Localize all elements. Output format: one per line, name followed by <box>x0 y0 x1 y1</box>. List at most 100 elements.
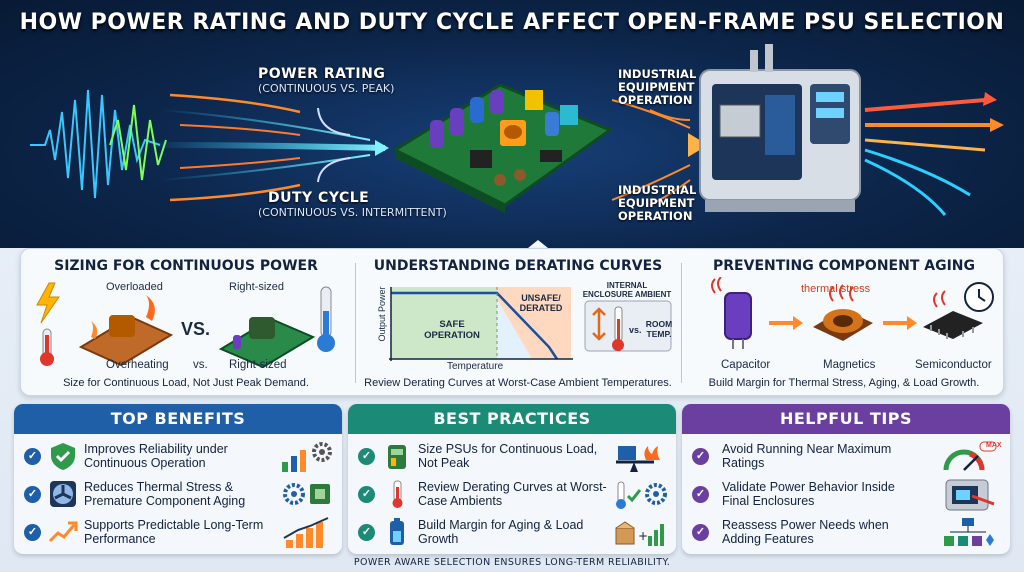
check-icon: ✓ <box>692 524 709 541</box>
max-label: MAX <box>986 442 1002 449</box>
aging-section: PREVENTING COMPONENT AGING <box>683 249 1005 397</box>
list-item: ✓ Avoid Running Near Maximum Ratings MAX <box>692 440 1002 476</box>
duty-cycle-sub: (CONTINUOUS VS. INTERMITTENT) <box>258 206 447 219</box>
right-sized-top-label: Right-sized <box>229 281 285 293</box>
thermal-stress-label: thermal stress <box>801 283 871 295</box>
benefit-text: Improves Reliability under Continuous Op… <box>84 442 228 470</box>
signal-waveform-icon <box>30 89 167 199</box>
check-icon: ✓ <box>24 524 41 541</box>
industrial-bottom-line1: INDUSTRIAL <box>618 183 697 197</box>
pcb-board-icon <box>391 83 614 213</box>
check-icon: ✓ <box>24 448 41 465</box>
power-rating-label: POWER RATING (CONTINUOUS VS. PEAK) <box>258 66 394 95</box>
power-rating-sub: (CONTINUOUS VS. PEAK) <box>258 82 395 95</box>
sizing-title: SIZING FOR CONTINUOUS POWER <box>54 258 318 274</box>
divider <box>355 263 356 383</box>
trend-up-icon <box>48 521 78 543</box>
industrial-label-bottom: INDUSTRIAL EQUIPMENT OPERATION <box>618 184 696 223</box>
tip-text: Validate Power Behavior Inside Final Enc… <box>722 480 895 508</box>
y-axis-label: Output Power <box>377 286 387 342</box>
internal-ambient-label: INTERNAL ENCLOSURE AMBIENT <box>582 281 672 299</box>
check-icon: ✓ <box>358 486 375 503</box>
thermometer-icon <box>392 480 403 508</box>
top-benefits-title: TOP BENEFITS <box>14 404 342 434</box>
shield-check-icon <box>51 443 75 470</box>
exhaust-arrows <box>864 92 1004 216</box>
arrow-duty <box>317 157 351 183</box>
fan-icon <box>50 481 76 507</box>
sizing-illustration <box>36 282 335 369</box>
enclosure-icon <box>945 479 995 511</box>
list-item: ✓ Build Margin for Aging & Load Growth + <box>358 516 668 552</box>
inductor-icon <box>813 284 873 341</box>
concepts-panel: SIZING FOR CONTINUOUS POWER <box>20 248 1004 396</box>
list-item: ✓ Size PSUs for Continuous Load, Not Pea… <box>358 440 668 476</box>
industrial-bottom-line3: OPERATION <box>618 209 693 223</box>
industrial-top-line1: INDUSTRIAL <box>618 67 697 81</box>
lightning-icon <box>36 282 60 324</box>
network-blocks-icon <box>944 518 994 546</box>
derating-section: UNDERSTANDING DERATING CURVES Output Pow… <box>357 249 679 397</box>
overloaded-psu-icon <box>78 295 174 367</box>
benefit-text: Reduces Thermal Stress & Premature Compo… <box>84 480 246 508</box>
magnetics-label: Magnetics <box>823 359 876 371</box>
balance-scale-icon <box>616 446 660 472</box>
safe-region-label: SAFE OPERATION <box>424 319 480 341</box>
list-item: ✓ Validate Power Behavior Inside Final E… <box>692 478 1002 514</box>
check-icon: ✓ <box>24 486 41 503</box>
svg-text:+: + <box>638 529 648 543</box>
tip-text: Avoid Running Near Maximum Ratings <box>722 442 892 470</box>
top-benefits-card: TOP BENEFITS ✓ Improves Reliability unde… <box>14 404 342 554</box>
derating-vs-label: vs. <box>629 325 642 335</box>
practice-text: Review Derating Curves at Worst-Case Amb… <box>418 480 607 508</box>
derating-curve-diagram <box>389 287 672 361</box>
unsafe-region-label: UNSAFE/ DERATED <box>519 293 563 313</box>
thermometer-cool-icon <box>317 286 335 352</box>
list-item: ✓ Supports Predictable Long-Term Perform… <box>24 516 334 552</box>
x-axis-label: Temperature <box>447 361 504 372</box>
clock-icon <box>964 282 994 312</box>
list-item: ✓ Improves Reliability under Continuous … <box>24 440 334 476</box>
room-temp-label: ROOM TEMP. <box>645 319 673 339</box>
bar-trend-icon <box>283 517 329 548</box>
vs-small-label: vs. <box>193 359 208 371</box>
capacitor-icon <box>711 277 752 349</box>
derating-title: UNDERSTANDING DERATING CURVES <box>373 258 663 274</box>
chip-icon <box>923 290 983 339</box>
vs-label: VS. <box>181 319 211 339</box>
hero-banner: HOW POWER RATING AND DUTY CYCLE AFFECT O… <box>0 0 1024 248</box>
practice-text: Build Margin for Aging & Load Growth <box>418 518 584 546</box>
footer-text: POWER AWARE SELECTION ENSURES LONG-TERM … <box>353 557 671 568</box>
industrial-label-top: INDUSTRIAL EQUIPMENT OPERATION <box>618 68 696 107</box>
industrial-bottom-line2: EQUIPMENT <box>618 196 695 210</box>
aging-title: PREVENTING COMPONENT AGING <box>713 258 975 274</box>
list-item: ✓ Reassess Power Needs when Adding Featu… <box>692 516 1002 552</box>
box-growth-icon: + <box>615 521 664 546</box>
best-practices-card: BEST PRACTICES ✓ Size PSUs for Continuou… <box>348 404 676 554</box>
gear-chip-icon <box>283 483 330 505</box>
industrial-top-line3: OPERATION <box>618 93 693 107</box>
check-icon: ✓ <box>692 448 709 465</box>
overheating-label: Overheating <box>106 359 169 371</box>
gauge-icon <box>943 441 997 471</box>
battery-icon <box>390 518 404 545</box>
semiconductor-label: Semiconductor <box>915 359 992 371</box>
hero-artwork <box>30 44 1004 248</box>
list-item: ✓ Reduces Thermal Stress & Premature Com… <box>24 478 334 514</box>
check-icon: ✓ <box>358 448 375 465</box>
energy-streams <box>149 93 389 202</box>
sizing-caption: Size for Continuous Load, Not Just Peak … <box>63 377 309 389</box>
thermo-check-gear-icon <box>616 481 667 509</box>
derating-caption: Review Derating Curves at Worst-Case Amb… <box>364 377 672 389</box>
psu-icon <box>388 445 406 469</box>
enclosure-thermometer-icon <box>584 300 672 352</box>
divider <box>681 263 682 383</box>
duty-cycle-label: DUTY CYCLE (CONTINUOUS VS. INTERMITTENT) <box>258 190 447 219</box>
sizing-section: SIZING FOR CONTINUOUS POWER <box>21 249 351 397</box>
check-icon: ✓ <box>692 486 709 503</box>
tip-text: Reassess Power Needs when Adding Feature… <box>722 518 889 546</box>
power-rating-title: POWER RATING <box>258 66 386 82</box>
benefit-text: Supports Predictable Long-Term Performan… <box>84 518 264 546</box>
best-practices-title: BEST PRACTICES <box>348 404 676 434</box>
capacitor-label: Capacitor <box>721 359 771 371</box>
